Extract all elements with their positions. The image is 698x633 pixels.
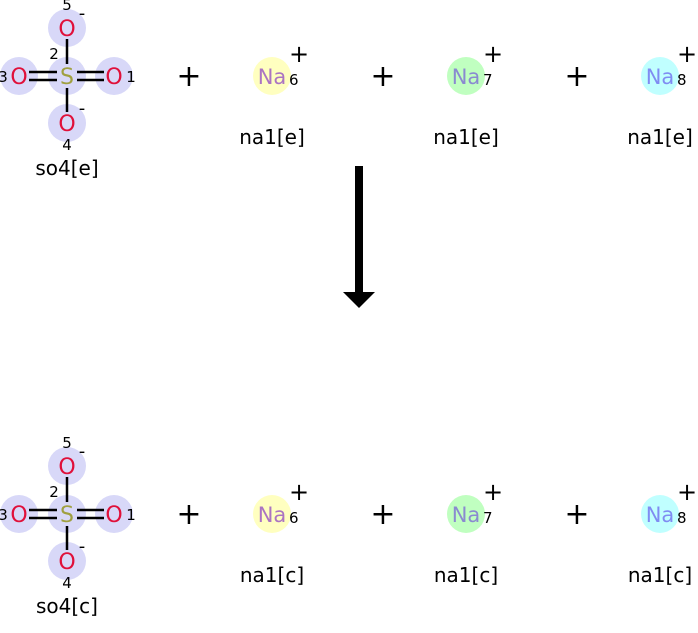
molecule-label: so4[c] xyxy=(36,594,98,618)
oxygen-atom: O xyxy=(58,455,75,480)
molecule-label: na1[e] xyxy=(627,125,693,149)
charge: - xyxy=(79,441,86,462)
atom-highlight xyxy=(447,495,485,533)
oxygen-atom: O xyxy=(58,112,75,137)
atom-number: 1 xyxy=(126,506,136,524)
atom-number: 7 xyxy=(483,71,493,89)
sodium-atom: Na xyxy=(646,65,675,89)
atom-number: 6 xyxy=(289,71,299,89)
sulfur-atom: S xyxy=(60,503,74,528)
oxygen-atom: O xyxy=(58,17,75,42)
atom-number: 8 xyxy=(677,71,687,89)
sodium-atom: Na xyxy=(452,503,481,527)
molecule-label: na1[c] xyxy=(628,563,692,587)
molecule-label: na1[e] xyxy=(239,125,305,149)
charge: + xyxy=(483,40,503,68)
charge: - xyxy=(79,536,86,557)
molecule-label: na1[e] xyxy=(433,125,499,149)
atom-number: 2 xyxy=(49,483,59,501)
plus-sign: + xyxy=(564,59,589,94)
atom-number: 5 xyxy=(62,0,72,14)
charge: + xyxy=(289,40,309,68)
oxygen-atom: O xyxy=(105,503,122,528)
atom-highlight xyxy=(253,57,291,95)
sodium-atom: Na xyxy=(258,65,287,89)
sulfur-atom: S xyxy=(60,65,74,90)
atom-highlight xyxy=(95,495,133,533)
molecule-label: na1[c] xyxy=(434,563,498,587)
atom-highlight xyxy=(641,495,679,533)
oxygen-atom: O xyxy=(10,503,27,528)
plus-sign: + xyxy=(370,59,395,94)
sodium-atom: Na xyxy=(258,503,287,527)
atom-number: 2 xyxy=(49,45,59,63)
molecule-label: na1[c] xyxy=(240,563,304,587)
oxygen-atom: O xyxy=(58,550,75,575)
atom-highlight xyxy=(447,57,485,95)
atom-highlight xyxy=(48,57,86,95)
arrow-head-icon xyxy=(343,292,375,308)
atom-highlight xyxy=(48,542,86,580)
atom-number: 6 xyxy=(289,509,299,527)
atom-highlight xyxy=(48,495,86,533)
plus-sign: + xyxy=(176,497,201,532)
atom-number: 7 xyxy=(483,509,493,527)
atom-number: 4 xyxy=(62,136,72,154)
atom-highlight xyxy=(253,495,291,533)
atom-number: 8 xyxy=(677,509,687,527)
atom-highlight xyxy=(641,57,679,95)
oxygen-atom: O xyxy=(10,65,27,90)
plus-sign: + xyxy=(370,497,395,532)
atom-highlight xyxy=(48,9,86,47)
sodium-atom: Na xyxy=(452,65,481,89)
atom-number: 4 xyxy=(62,574,72,592)
atom-highlight xyxy=(48,104,86,142)
plus-sign: + xyxy=(176,59,201,94)
atom-highlight xyxy=(0,495,38,533)
plus-sign: + xyxy=(564,497,589,532)
charge: - xyxy=(79,3,86,24)
charge: + xyxy=(483,478,503,506)
oxygen-atom: O xyxy=(105,65,122,90)
atom-number: 3 xyxy=(0,68,8,86)
atom-number: 5 xyxy=(62,434,72,452)
charge: - xyxy=(79,98,86,119)
charge: + xyxy=(289,478,309,506)
charge: + xyxy=(677,478,697,506)
sodium-atom: Na xyxy=(646,503,675,527)
atom-number: 3 xyxy=(0,506,8,524)
atom-highlight xyxy=(95,57,133,95)
molecule-label: so4[e] xyxy=(35,156,98,180)
atom-highlight xyxy=(0,57,38,95)
atom-highlight xyxy=(48,447,86,485)
charge: + xyxy=(677,40,697,68)
atom-number: 1 xyxy=(126,68,136,86)
